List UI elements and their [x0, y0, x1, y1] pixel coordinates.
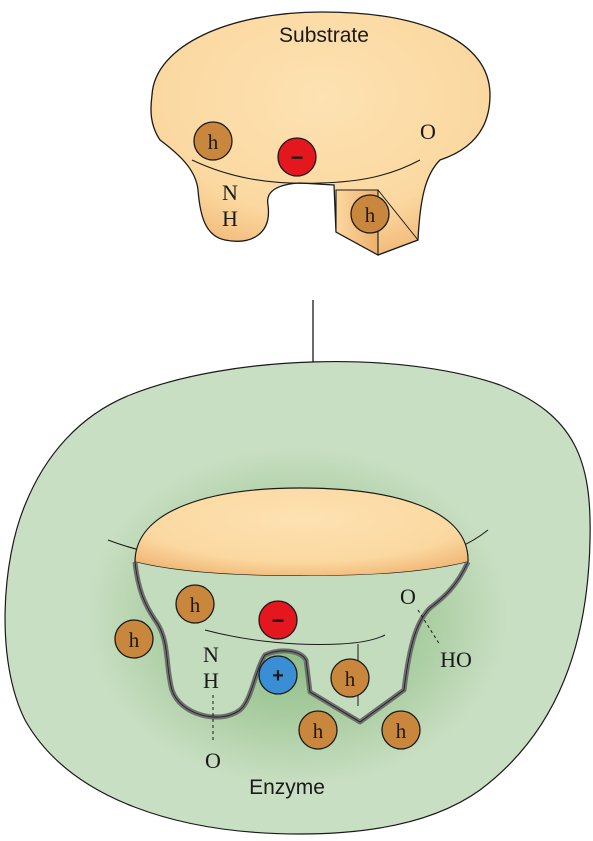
enzyme-n-label: N	[203, 642, 219, 667]
enzyme-hydrophobic-label-3: h	[345, 667, 356, 691]
hydrophobic-icon: h	[330, 658, 370, 698]
substrate-lower-face	[191, 159, 421, 184]
enzyme-hydrophobic-label-5: h	[396, 719, 407, 743]
enzyme-ho-label: HO	[440, 647, 472, 672]
enzyme-h-label: H	[203, 668, 219, 693]
enzyme: h h − + h h h O HO N H O E	[4, 360, 591, 835]
hydrophobic-icon: h	[298, 710, 338, 750]
negative-charge-icon: −	[277, 137, 317, 177]
substrate-title: Substrate	[279, 24, 369, 47]
enzyme-hydrophobic-label-2: h	[129, 628, 140, 652]
enzyme-pocket-floor	[135, 562, 468, 722]
hydrophobic-icon: h	[175, 584, 215, 624]
substrate-hydrophobic-label-1: h	[208, 130, 219, 154]
enzyme-positive-label: +	[272, 665, 284, 687]
substrate-negative-label: −	[291, 145, 304, 170]
positive-charge-icon: +	[258, 655, 298, 695]
hydrophobic-icon: h	[114, 619, 154, 659]
enzyme-title: Enzyme	[249, 776, 325, 799]
substrate-n-label: N	[222, 180, 238, 205]
hydrophobic-icon: h	[381, 710, 421, 750]
enzyme-negative-label: −	[272, 608, 285, 633]
hydrogen-bond-right	[417, 609, 441, 646]
substrate-peg-edge	[377, 189, 419, 241]
substrate-hydrophobic-label-2: h	[365, 203, 376, 227]
hydrophobic-icon: h	[350, 194, 390, 234]
enzyme-oxygen-top-label: O	[400, 584, 416, 609]
hydrophobic-icon: h	[193, 121, 233, 161]
substrate-h-label: H	[222, 206, 238, 231]
bound-substrate-lower-face	[204, 629, 386, 645]
substrate-body	[150, 11, 491, 256]
enzyme-hydrophobic-label-4: h	[313, 719, 324, 743]
substrate: Substrate h − h O N H	[150, 11, 491, 256]
enzyme-oxygen-bottom-label: O	[205, 748, 221, 773]
substrate-oxygen-label: O	[420, 119, 436, 144]
negative-charge-icon: −	[258, 600, 298, 640]
enzyme-hydrophobic-label-1: h	[190, 593, 201, 617]
binding-site-contour-edge	[134, 561, 469, 723]
